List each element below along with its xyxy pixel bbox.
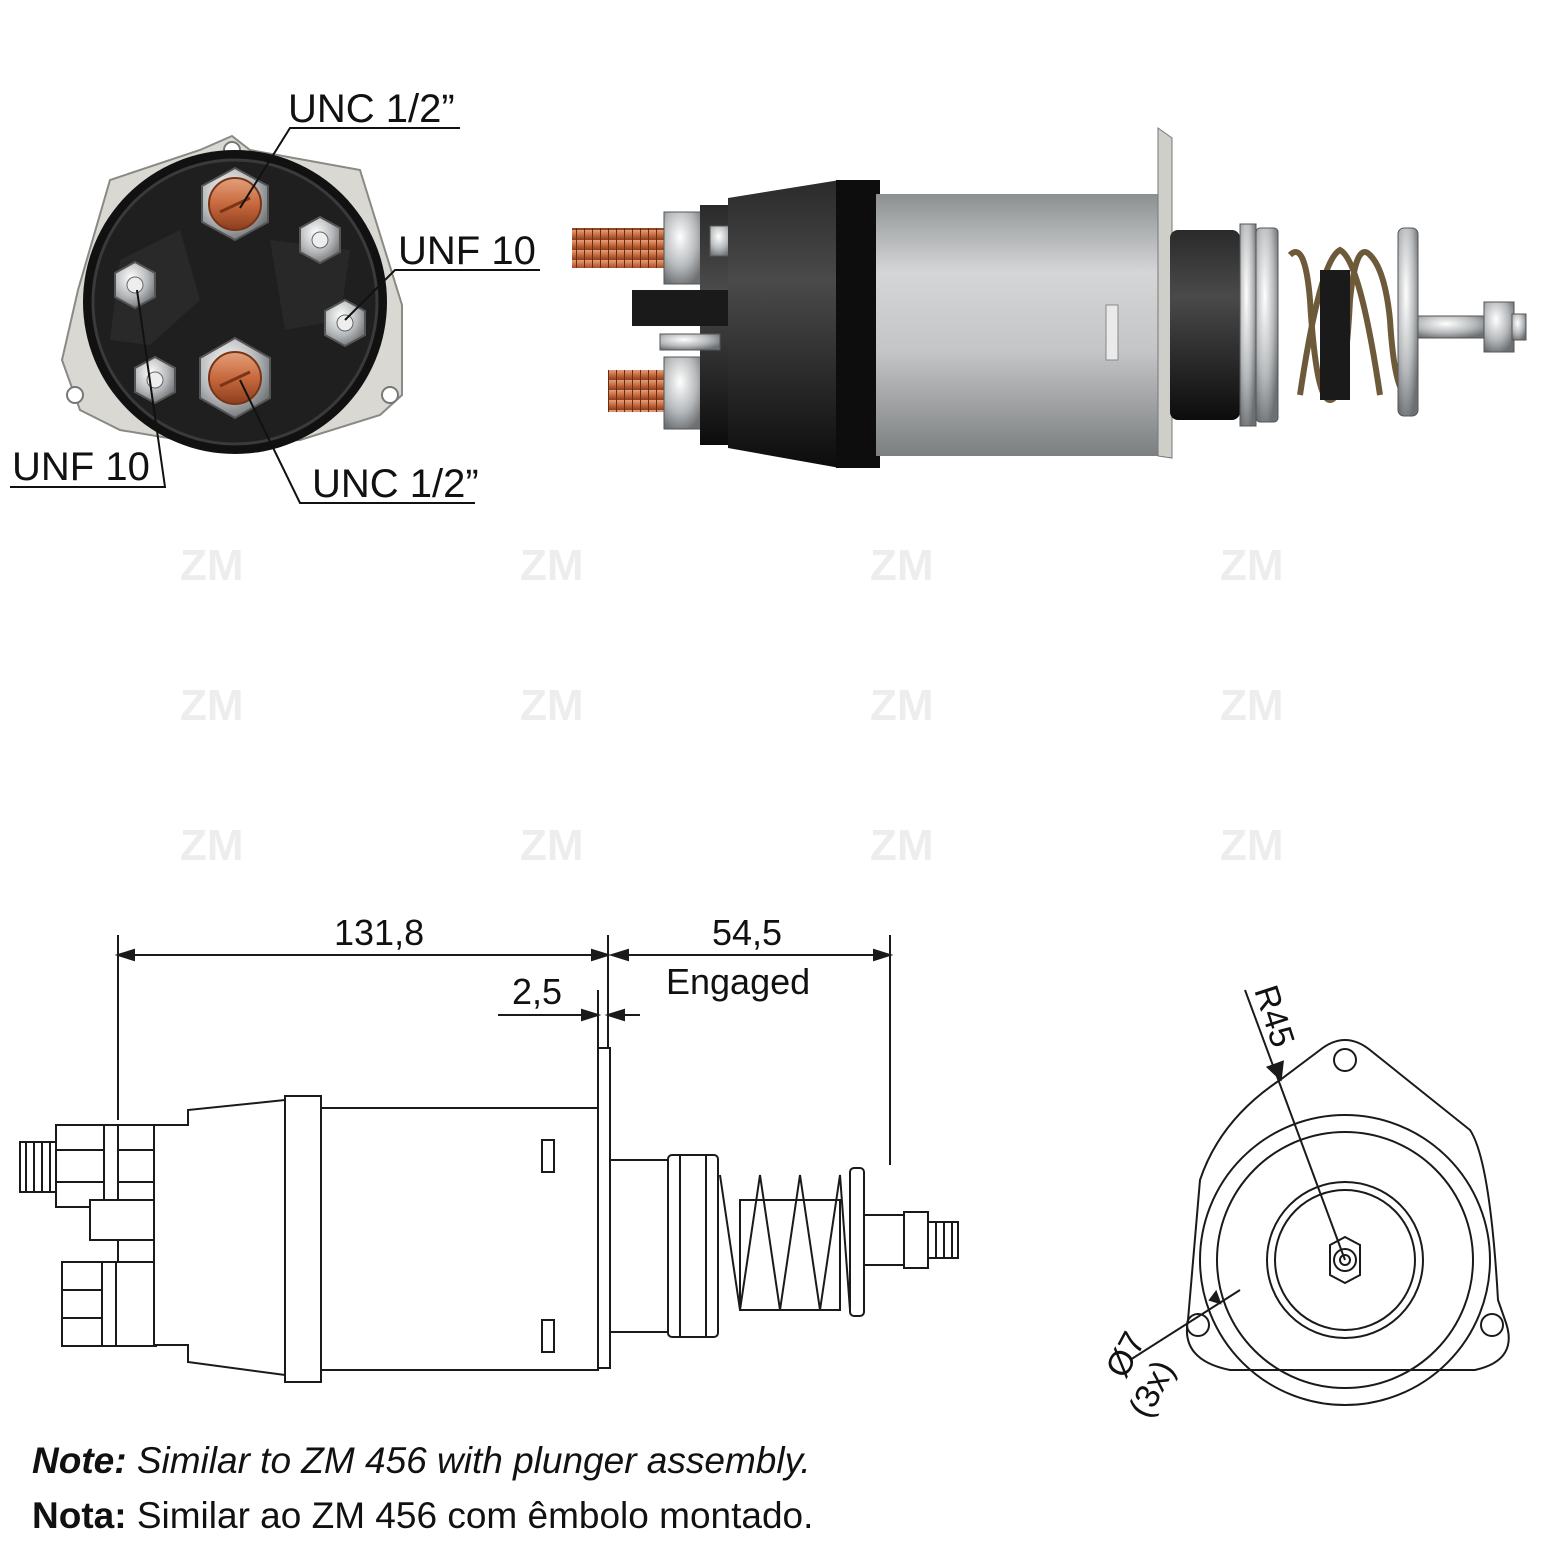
watermark: ZM xyxy=(520,821,584,870)
hex-nut xyxy=(663,356,705,430)
side-view-photo xyxy=(572,127,1527,468)
terminal-small xyxy=(134,355,176,405)
watermark: ZM xyxy=(180,821,244,870)
watermark: ZM xyxy=(1220,681,1284,730)
watermark: ZM xyxy=(180,541,244,590)
plunger-rod xyxy=(1417,315,1489,339)
terminal-small xyxy=(299,215,341,265)
watermark: ZM xyxy=(1220,821,1284,870)
callout-top-terminal: UNC 1/2” xyxy=(288,87,455,131)
watermark: ZM xyxy=(180,681,244,730)
note-english-label: Note: xyxy=(32,1440,127,1481)
watermark: ZM xyxy=(1220,541,1284,590)
callout-bottom-terminal: UNC 1/2” xyxy=(312,462,479,506)
technical-drawing-end xyxy=(1129,989,1510,1406)
watermark: ZM xyxy=(870,681,934,730)
note-portuguese-label: Nota: xyxy=(32,1495,127,1536)
dim-overall-length: 131,8 xyxy=(334,912,424,953)
dim-plunger-length: 54,5 xyxy=(712,912,782,953)
copper-stud xyxy=(608,370,674,412)
note-portuguese-text: Similar ao ZM 456 com êmbolo montado. xyxy=(136,1495,814,1536)
watermark: ZM xyxy=(520,541,584,590)
watermark: ZM xyxy=(520,681,584,730)
terminal-small xyxy=(324,298,366,348)
terminal-bottom xyxy=(199,336,271,420)
callout-right-terminal: UNF 10 xyxy=(398,229,536,273)
hex-nut xyxy=(663,211,705,285)
dim-plunger-state: Engaged xyxy=(666,961,810,1002)
dim-radius: R45 xyxy=(1246,981,1301,1052)
copper-stud xyxy=(572,228,672,268)
technical-drawing-side xyxy=(19,935,959,1383)
front-view-photo xyxy=(60,134,403,454)
dim-flange-thickness: 2,5 xyxy=(512,971,562,1012)
note-english: Note: Similar to ZM 456 with plunger ass… xyxy=(32,1440,811,1482)
callout-left-terminal: UNF 10 xyxy=(12,445,150,489)
watermark: ZM xyxy=(870,821,934,870)
watermark-layer: ZM ZM ZM ZM ZM ZM ZM ZM ZM ZM ZM ZM xyxy=(180,541,1284,870)
note-portuguese: Nota: Similar ao ZM 456 com êmbolo monta… xyxy=(32,1495,813,1537)
terminal-top xyxy=(201,166,269,242)
front-view-callouts xyxy=(10,127,540,504)
mount-hole-icon xyxy=(381,386,399,404)
plunger-housing xyxy=(1170,230,1240,420)
solenoid-can xyxy=(876,194,1166,456)
terminal-small xyxy=(114,260,156,310)
mount-hole-icon xyxy=(66,386,84,404)
note-english-text: Similar to ZM 456 with plunger assembly. xyxy=(136,1440,811,1481)
watermark: ZM xyxy=(870,541,934,590)
